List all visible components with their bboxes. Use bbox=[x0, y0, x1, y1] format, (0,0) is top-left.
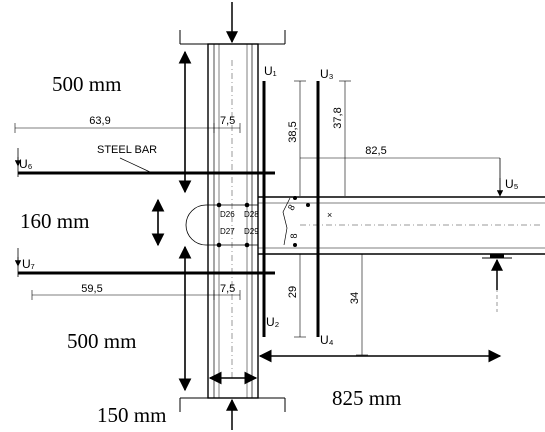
sensor-u6-label: U₆ bbox=[19, 157, 33, 171]
dim-59-5: 59,5 bbox=[81, 283, 102, 295]
beam-roller-support bbox=[482, 254, 512, 312]
sensor-u7-label: U₇ bbox=[22, 257, 35, 271]
column-width-label: 150 mm bbox=[97, 403, 166, 427]
bottom-support bbox=[179, 397, 286, 430]
rebar-d27-label: D27 bbox=[220, 227, 235, 236]
sensor-u1-label: U₁ bbox=[264, 64, 277, 78]
column bbox=[207, 43, 259, 399]
dim-34: 34 bbox=[349, 292, 361, 304]
rebar-d28-label: D28 bbox=[244, 210, 259, 219]
joint-depth-label: 160 mm bbox=[20, 209, 89, 233]
sensor-u5-label: U₅ bbox=[505, 177, 519, 191]
dim-37-8: 37,8 bbox=[332, 107, 344, 128]
rebar-d29-label: D29 bbox=[244, 227, 259, 236]
rebar-dots: × bbox=[216, 196, 332, 248]
rebar-d26-label: D26 bbox=[220, 210, 235, 219]
svg-text:×: × bbox=[327, 210, 332, 220]
sensor-u4-label: U₄ bbox=[320, 333, 334, 347]
sensor-arrows bbox=[14, 148, 504, 267]
dimension-arrows bbox=[151, 50, 502, 392]
lower-column-length-label: 500 mm bbox=[67, 329, 136, 353]
dim-7-5-lower: 7,5 bbox=[220, 283, 235, 295]
dim-38-5: 38,5 bbox=[287, 121, 299, 142]
dim-8-b: 8 bbox=[289, 233, 299, 238]
steel-bar-label: STEEL BAR bbox=[97, 144, 157, 156]
beam bbox=[185, 196, 545, 255]
sensor-u3-label: U₃ bbox=[320, 67, 334, 81]
dim-29: 29 bbox=[287, 286, 299, 298]
sensor-u2-label: U₂ bbox=[266, 315, 280, 329]
steel-bars bbox=[18, 81, 320, 337]
dim-8-a: 8 bbox=[286, 203, 297, 212]
upper-column-length-label: 500 mm bbox=[52, 72, 121, 96]
dim-7-5-upper: 7,5 bbox=[220, 115, 235, 127]
beam-length-label: 825 mm bbox=[332, 386, 401, 410]
top-support bbox=[179, 2, 286, 45]
sensor-reference-lines bbox=[17, 157, 501, 277]
dim-82-5: 82,5 bbox=[365, 145, 386, 157]
dim-63-9: 63,9 bbox=[89, 115, 110, 127]
